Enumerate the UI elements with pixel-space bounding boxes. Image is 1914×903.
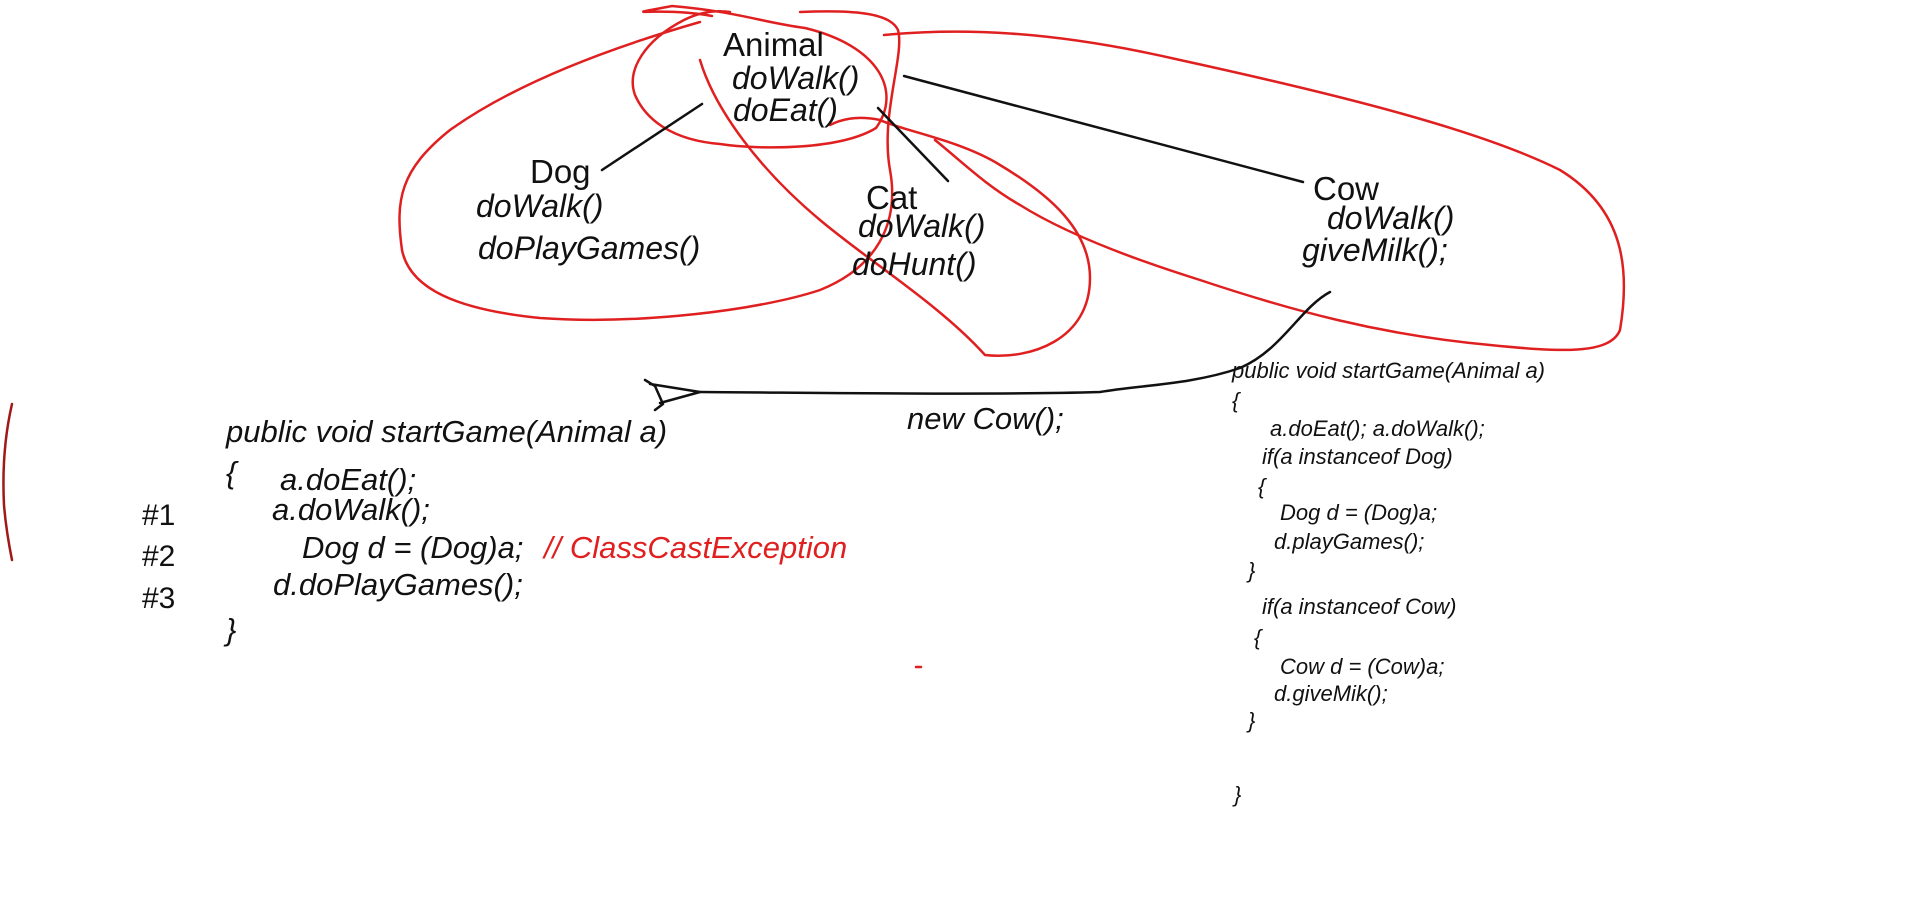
arrow-head <box>643 378 702 412</box>
cat-method-dowalk: doWalk() <box>858 208 986 244</box>
cow-loop <box>882 30 1626 352</box>
cat-class-name: Cat <box>866 179 918 216</box>
animal-class-name: Animal <box>723 26 824 63</box>
right-code-dog-call: d.playGames(); <box>1274 529 1425 554</box>
dog-class-name: Dog <box>530 153 591 190</box>
right-code-line-calls: a.doEat(); a.doWalk(); <box>1270 416 1485 441</box>
animal-loop <box>631 4 888 149</box>
left-code-line-doeat: a.doEat(); <box>280 462 417 497</box>
dog-method-doplaygames: doPlayGames() <box>478 230 701 266</box>
right-code-cow-close: } <box>1248 708 1256 733</box>
dog-loop <box>398 10 901 321</box>
animal-cat-link <box>876 106 950 183</box>
right-code-cow-open: { <box>1254 625 1262 650</box>
dog-method-dowalk: doWalk() <box>476 188 604 224</box>
new-cow-label: new Cow(); <box>907 401 1064 436</box>
right-code-dog-open: { <box>1258 474 1266 499</box>
right-code-dog-close: } <box>1248 558 1256 583</box>
right-code-dog-cast: Dog d = (Dog)a; <box>1280 500 1438 525</box>
cat-method-dohunt: doHunt() <box>852 246 977 282</box>
left-code-open-brace: { <box>226 455 237 490</box>
left-code-close-brace: } <box>226 612 237 647</box>
cow-method-givemilk: giveMilk(); <box>1302 232 1448 268</box>
cow-class-name: Cow <box>1313 170 1380 207</box>
step-marker-2: #2 <box>142 540 176 573</box>
left-code-line-cast: Dog d = (Dog)a; <box>302 530 524 565</box>
left-code-line-doplaygames: d.doPlayGames(); <box>273 567 523 602</box>
right-code-close-brace: } <box>1234 782 1242 807</box>
cat-loop <box>698 58 1092 357</box>
animal-cow-link <box>902 74 1305 184</box>
step-marker-3: #3 <box>142 582 176 615</box>
right-code-signature: public void startGame(Animal a) <box>1232 358 1546 383</box>
right-code-if-dog: if(a instanceof Dog) <box>1262 444 1453 469</box>
right-code-if-cow: if(a instanceof Cow) <box>1262 594 1457 619</box>
class-cast-exception-comment: // ClassCastException <box>544 530 848 565</box>
right-code-cow-cast: Cow d = (Cow)a; <box>1280 654 1445 679</box>
animal-method-doeat: doEat() <box>733 92 838 128</box>
cow-to-method-arrow <box>698 290 1332 395</box>
animal-method-dowalk: doWalk() <box>732 60 860 96</box>
left-code-line-dowalk: a.doWalk(); <box>272 492 430 527</box>
step-marker-1: #1 <box>142 499 176 532</box>
margin-mark <box>2 402 14 562</box>
right-code-open-brace: { <box>1232 388 1240 413</box>
cow-method-dowalk: doWalk() <box>1327 200 1455 236</box>
left-code-signature: public void startGame(Animal a) <box>226 414 668 449</box>
right-code-cow-call: d.giveMik(); <box>1274 681 1388 706</box>
animal-dog-link <box>600 102 704 172</box>
